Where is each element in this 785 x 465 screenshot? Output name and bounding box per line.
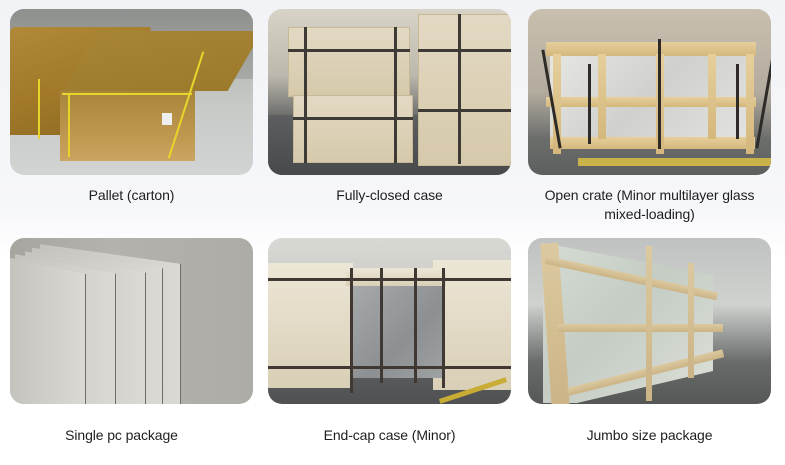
frame-rail	[558, 324, 723, 332]
crate-rail	[546, 42, 756, 56]
strap	[38, 79, 40, 139]
crate-post	[553, 54, 561, 154]
band	[268, 278, 511, 281]
band	[418, 49, 511, 52]
crate-rail	[546, 97, 756, 107]
strap	[68, 93, 70, 157]
band	[442, 268, 445, 388]
strap	[658, 39, 661, 149]
carton-box-front	[60, 91, 195, 161]
band	[268, 366, 511, 369]
caption-single-pc-package: Single pc package	[65, 427, 178, 443]
strap	[736, 64, 739, 139]
caption-end-cap-case: End-cap case (Minor)	[323, 427, 456, 443]
crate-post	[708, 54, 716, 139]
single-pc-package-photo	[10, 238, 253, 404]
strap	[62, 93, 192, 95]
glass-sheet	[10, 257, 86, 404]
frame-post	[688, 263, 694, 378]
frame-post	[646, 246, 652, 401]
caption-fully-closed-case: Fully-closed case	[336, 187, 443, 203]
carton-box-top	[62, 31, 253, 91]
glass-panel	[350, 286, 442, 378]
crate-rail	[550, 137, 755, 149]
floor-marking	[578, 158, 771, 166]
caption-pallet-carton: Pallet (carton)	[88, 187, 175, 203]
jumbo-size-package-photo	[528, 238, 771, 404]
band	[414, 268, 417, 383]
crate-post	[746, 54, 754, 154]
band	[394, 27, 397, 163]
caption-line-2: mixed-loading)	[604, 206, 695, 222]
band	[458, 14, 461, 164]
crate-back	[418, 14, 511, 166]
crate-top	[346, 268, 446, 286]
fully-closed-case-photo	[268, 9, 511, 175]
strap	[755, 49, 771, 149]
band	[304, 27, 307, 163]
caption-line-1: Open crate (Minor multilayer glass	[544, 187, 755, 203]
crate-left	[268, 263, 353, 388]
crate-bottom	[293, 95, 413, 163]
carton-label	[162, 113, 172, 125]
band	[380, 268, 383, 383]
crate-post	[598, 54, 606, 139]
band	[293, 117, 413, 120]
glass-stack	[550, 54, 750, 138]
band	[350, 268, 353, 393]
caption-jumbo-size-package: Jumbo size package	[586, 427, 713, 443]
band	[418, 109, 511, 112]
end-cap-case-photo	[268, 238, 511, 404]
pallet-carton-photo	[10, 9, 253, 175]
strap	[588, 64, 591, 144]
band	[288, 49, 410, 52]
open-crate-photo	[528, 9, 771, 175]
caption-open-crate: Open crate (Minor multilayer glass mixed…	[518, 186, 781, 224]
